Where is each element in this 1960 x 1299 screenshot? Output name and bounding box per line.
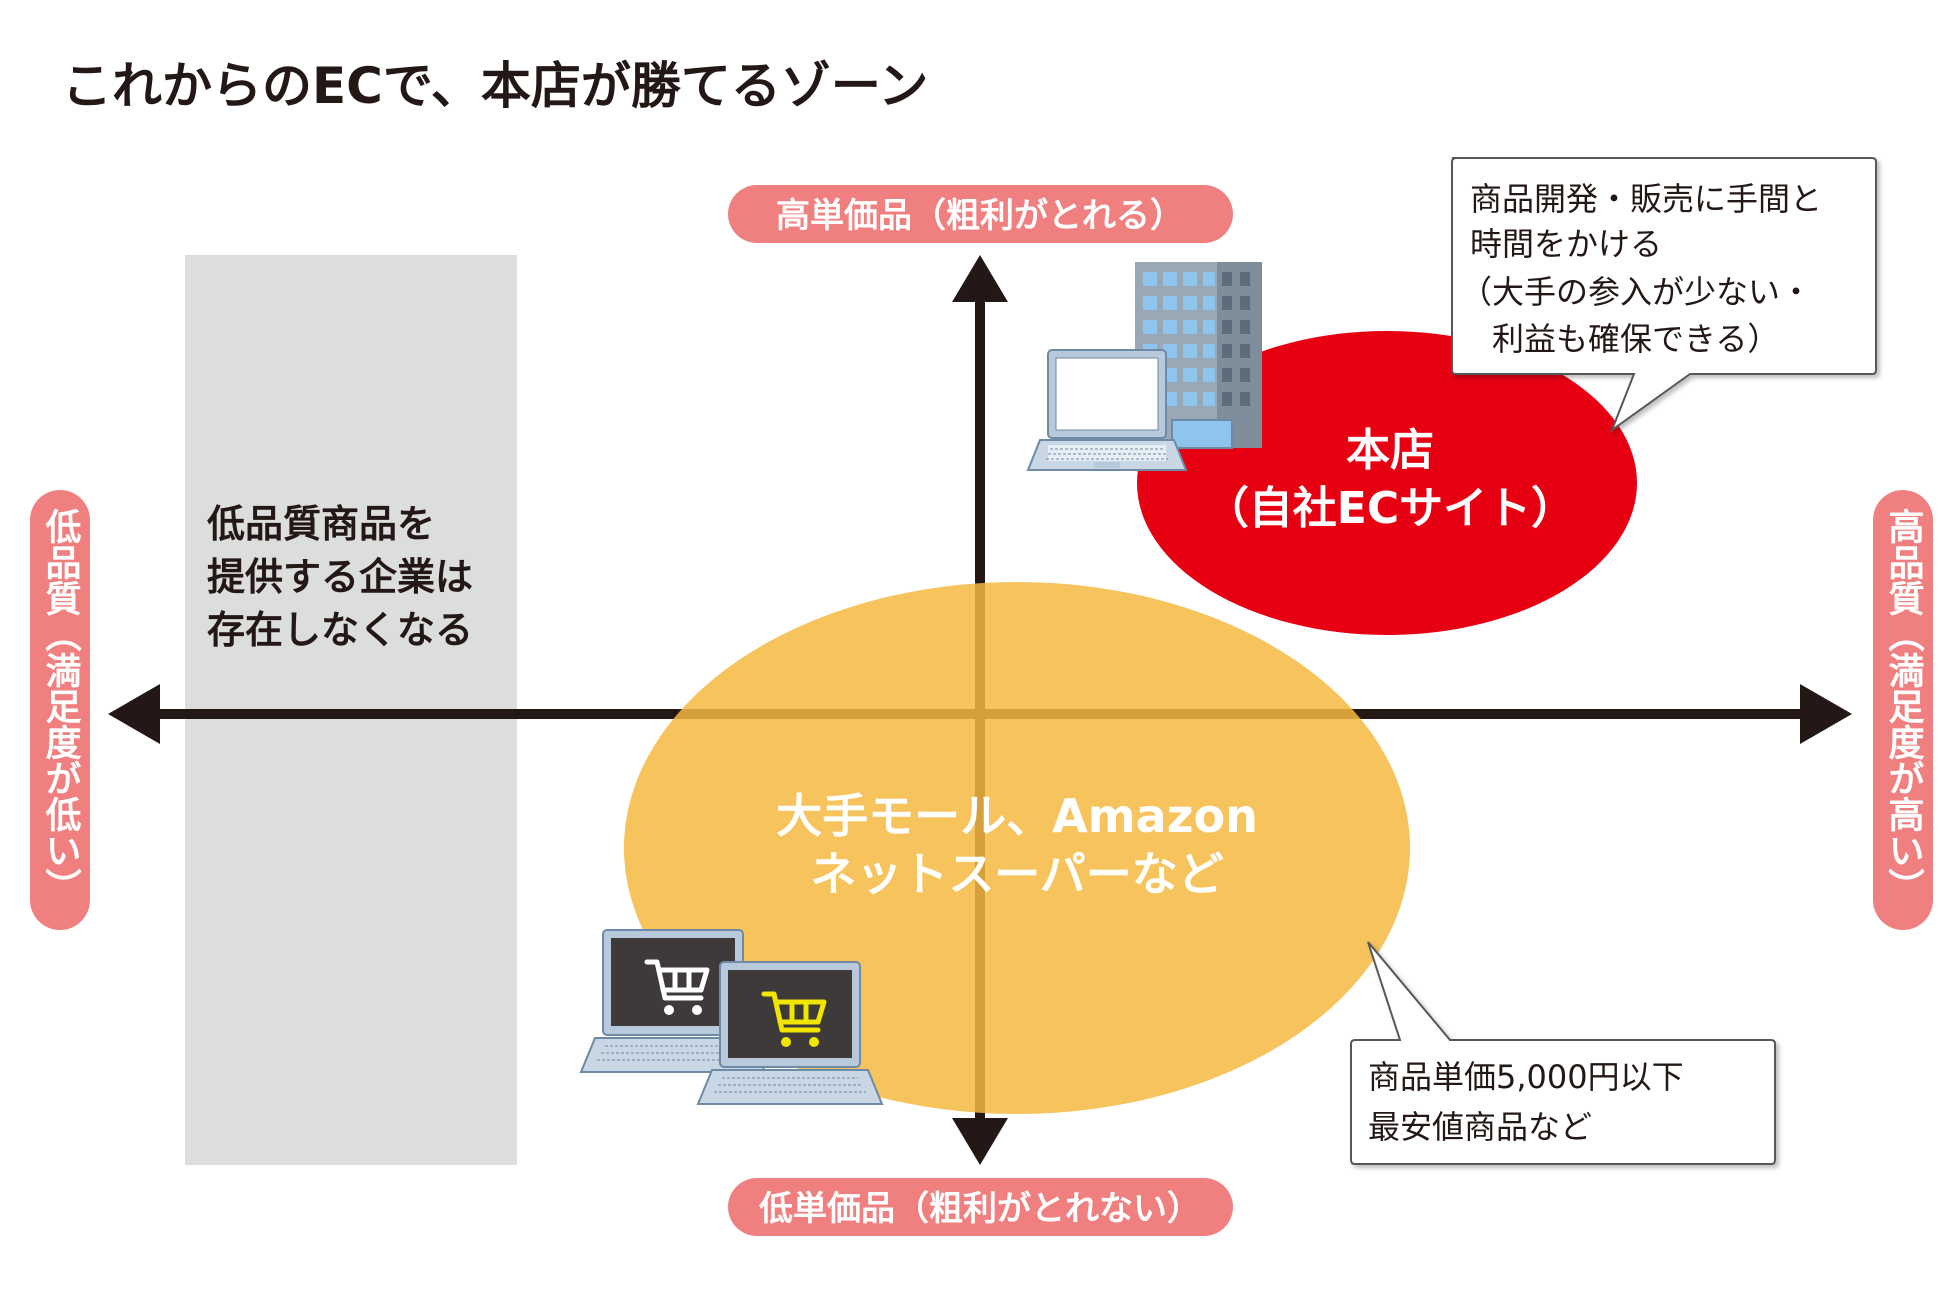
page-title: これからのECで、本店が勝てるゾーン (62, 57, 928, 115)
cart-laptop-icon (579, 929, 767, 1073)
callout-bottom-line-2: 最安値商品など (1368, 1108, 1592, 1146)
gray-zone-line-2: 提供する企業は (207, 555, 473, 599)
honten-line-1: 本店 (1346, 425, 1434, 476)
honten-label: 本店 （自社ECサイト） (1205, 425, 1575, 534)
gray-zone-text: 低品質商品を 提供する企業は 存在しなくなる (207, 502, 473, 652)
mall-line-2: ネットスーパーなど (810, 847, 1224, 901)
callout-top-line-4: 利益も確保できる） (1460, 320, 1779, 358)
axis-label-top: 高単価品（粗利がとれる） (728, 185, 1233, 243)
callout-bottom-line-1: 商品単価5,000円以下 (1368, 1058, 1684, 1096)
gray-zone-line-3: 存在しなくなる (207, 608, 473, 652)
callout-top: 商品開発・販売に手間と 時間をかける （大手の参入が少ない・ 利益も確保できる） (1451, 157, 1877, 433)
mall-label: 大手モール、Amazon ネットスーパーなど (776, 789, 1258, 901)
mall-line-1: 大手モール、Amazon (776, 789, 1258, 843)
callout-bottom: 商品単価5,000円以下 最安値商品など (1350, 941, 1776, 1165)
axis-arrow-down-icon (952, 1118, 1008, 1165)
callout-top-line-2: 時間をかける (1470, 225, 1662, 263)
axis-label-left-text: 低品質（満足度が低い） (40, 508, 82, 904)
callout-top-line-1: 商品開発・販売に手間と (1470, 180, 1822, 218)
axis-arrow-right-icon (1800, 684, 1852, 744)
laptop-icon (1027, 349, 1187, 471)
axis-arrow-left-icon (108, 684, 160, 744)
axis-label-bottom: 低単価品（粗利がとれない） (728, 1178, 1233, 1236)
cart-laptop-icon (696, 961, 884, 1105)
callout-top-line-3: （大手の参入が少ない・ (1460, 273, 1812, 311)
axis-label-left: 低品質（満足度が低い） (30, 490, 90, 930)
honten-line-2: （自社ECサイト） (1205, 483, 1575, 534)
axis-label-top-text: 高単価品（粗利がとれる） (776, 196, 1184, 236)
axis-label-bottom-text: 低単価品（粗利がとれない） (759, 1189, 1201, 1229)
axis-label-right-text: 高品質（満足度が高い） (1883, 508, 1925, 904)
gray-zone-line-1: 低品質商品を (207, 502, 435, 546)
axis-arrow-up-icon (952, 255, 1008, 302)
axis-label-right: 高品質（満足度が高い） (1873, 490, 1933, 930)
